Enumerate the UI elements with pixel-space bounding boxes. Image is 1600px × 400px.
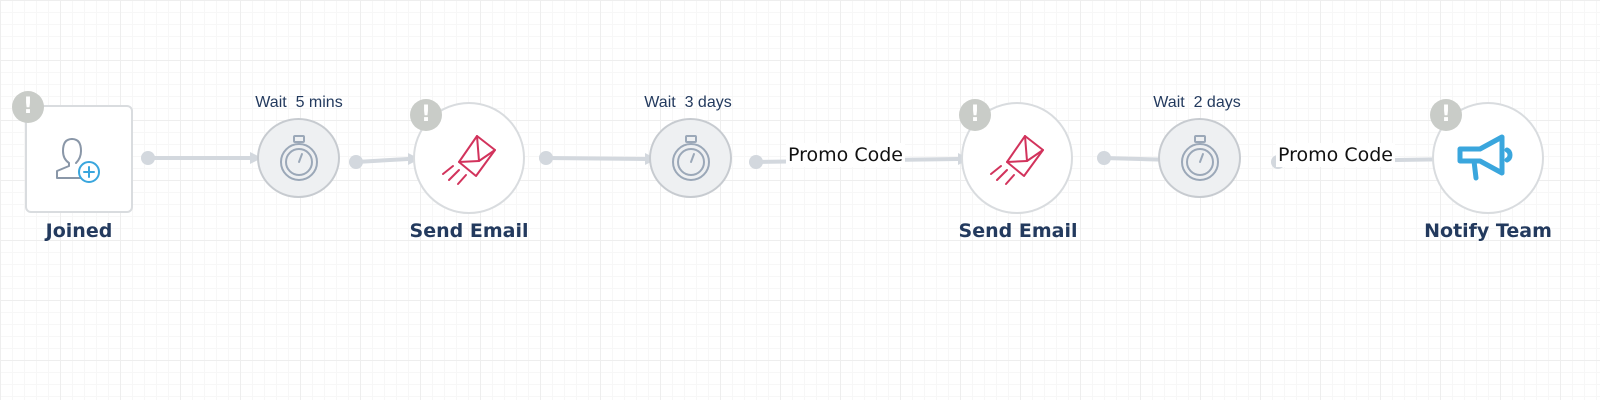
node-label-send-email-2: Send Email	[958, 220, 1078, 242]
connector-arrowhead	[250, 152, 262, 164]
megaphone-icon	[1457, 134, 1513, 181]
wait-label-5-mins: Wait 5 mins	[255, 94, 343, 111]
user-add-icon	[56, 138, 100, 183]
wait-node-2-days[interactable]	[1158, 118, 1241, 198]
joined-trigger-node[interactable]	[25, 105, 133, 213]
connector-handle-out[interactable]	[141, 151, 155, 165]
connector-handle-out[interactable]	[1097, 151, 1111, 165]
node-label-send-email-1: Send Email	[409, 220, 529, 242]
wait-label-3-days: Wait 3 days	[644, 94, 732, 111]
warning-badge[interactable]: !	[12, 91, 44, 123]
warning-badge[interactable]: !	[1430, 99, 1462, 131]
connector-wait-1-to-send-email-1[interactable]	[354, 157, 410, 164]
node-label-joined: Joined	[45, 220, 113, 242]
connector-handle-out[interactable]	[749, 155, 763, 169]
edge-label-promo-code: Promo Code	[786, 143, 905, 167]
edge-label-promo-code: Promo Code	[1276, 143, 1395, 167]
wait-node-3-days[interactable]	[649, 118, 732, 198]
connector-send-email-1-to-wait-2[interactable]	[544, 156, 647, 161]
stopwatch-icon	[671, 135, 710, 181]
stopwatch-icon	[279, 135, 318, 181]
connector-handle-out[interactable]	[349, 155, 363, 169]
stopwatch-icon	[1180, 135, 1219, 181]
wait-label-2-days: Wait 2 days	[1153, 94, 1241, 111]
wait-node-5-mins[interactable]	[257, 118, 340, 198]
warning-badge[interactable]: !	[959, 99, 991, 131]
node-label-notify-team: Notify Team	[1424, 220, 1552, 242]
connector-handle-out[interactable]	[539, 151, 553, 165]
warning-badge[interactable]: !	[410, 99, 442, 131]
send-email-icon	[442, 135, 496, 185]
send-email-icon	[990, 135, 1044, 185]
